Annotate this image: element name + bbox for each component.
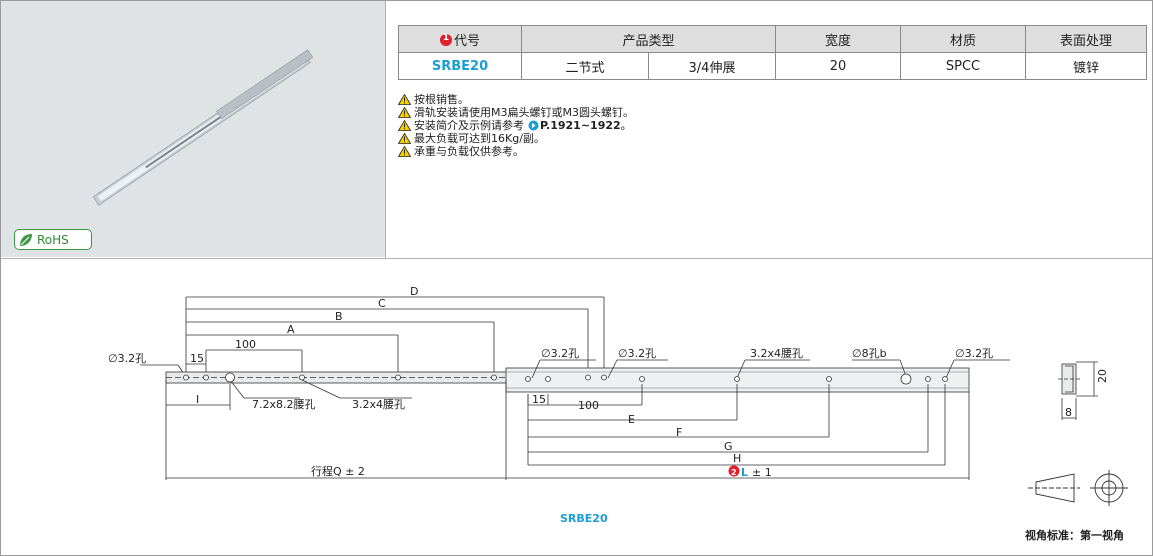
note-item: 安装简介及示例请参考 P.1921~1922 。 <box>398 119 634 132</box>
warning-icon <box>398 133 411 144</box>
warning-icon <box>398 146 411 157</box>
spec-table: 代号 产品类型 宽度 材质 表面处理 SRBE20 二节式 3/4伸展 20 S… <box>398 25 1147 80</box>
dim-L: L <box>741 466 748 479</box>
divider <box>385 1 386 258</box>
dim-D: D <box>410 285 418 298</box>
dim-F: F <box>676 426 682 439</box>
callout-slot-left: 7.2x8.2腰孔 <box>252 398 316 411</box>
callout-slot-left2: 3.2x4腰孔 <box>352 398 405 411</box>
note-item: 滑轨安装请使用M3扁头螺钉或M3圆头螺钉。 <box>398 106 634 119</box>
warning-icon <box>398 107 411 118</box>
number-1-icon <box>439 33 452 46</box>
callout-hole-right: ∅3.2孔 <box>955 347 993 360</box>
callout-hole-8: ∅8孔b <box>852 347 887 360</box>
dim-E: E <box>628 413 635 426</box>
drawing-caption: SRBE20 <box>560 512 608 525</box>
view-standard-label: 视角标准：第一视角 <box>1025 529 1124 542</box>
rohs-badge: RoHS <box>14 229 92 250</box>
dim-G: G <box>724 440 733 453</box>
dim-L-tolerance: ± 1 <box>752 466 772 479</box>
warning-icon <box>398 120 411 131</box>
header-surface: 表面处理 <box>1025 25 1147 53</box>
product-photo: RoHS <box>1 1 385 257</box>
warning-icon <box>398 94 411 105</box>
note-item: 按根销售。 <box>398 93 634 106</box>
number-2-label: 2 <box>731 468 737 477</box>
side-width: 8 <box>1065 406 1072 419</box>
number-2-icon <box>728 465 740 477</box>
header-width: 宽度 <box>775 25 901 53</box>
page-reference-icon <box>528 120 539 131</box>
header-material: 材质 <box>900 25 1026 53</box>
dim-C: C <box>378 297 386 310</box>
slide-rail-image <box>92 49 314 206</box>
callout-hole-left: ∅3.2孔 <box>108 352 146 365</box>
side-height: 20 <box>1096 369 1109 383</box>
table-header-row: 代号 产品类型 宽度 材质 表面处理 <box>398 25 1147 53</box>
divider <box>1 258 1152 259</box>
cell-type1: 二节式 <box>521 52 649 80</box>
dim-15-bottom: 15 <box>532 393 546 406</box>
notes-list: 按根销售。 滑轨安装请使用M3扁头螺钉或M3圆头螺钉。 安装简介及示例请参考 P… <box>398 93 634 158</box>
cell-material: SPCC <box>900 52 1026 80</box>
dim-H: H <box>733 452 741 465</box>
dim-B: B <box>335 310 343 323</box>
cell-type2: 3/4伸展 <box>648 52 776 80</box>
dim-A: A <box>287 323 295 336</box>
cell-surface: 镀锌 <box>1025 52 1147 80</box>
dim-100-top: 100 <box>235 338 256 351</box>
dim-I: I <box>196 393 199 406</box>
header-code: 代号 <box>398 25 522 53</box>
dim-100-bottom: 100 <box>578 399 599 412</box>
note-item: 最大负载可达到16Kg/副。 <box>398 132 634 145</box>
note-item: 承重与负载仅供参考。 <box>398 145 634 158</box>
cell-code: SRBE20 <box>398 52 522 80</box>
dim-15-top: 15 <box>190 352 204 365</box>
dim-stroke: 行程Q ± 2 <box>311 465 365 478</box>
leaf-icon <box>20 233 32 246</box>
first-angle-projection-icon <box>1028 470 1128 506</box>
side-view: 20 8 <box>1058 361 1109 420</box>
callout-slot-mid: 3.2x4腰孔 <box>750 347 803 360</box>
callout-hole-mid2: ∅3.2孔 <box>618 347 656 360</box>
table-row: SRBE20 二节式 3/4伸展 20 SPCC 镀锌 <box>398 52 1147 80</box>
rohs-label: RoHS <box>37 232 69 247</box>
page-reference-link[interactable]: P.1921~1922 <box>524 119 621 132</box>
callout-hole-mid1: ∅3.2孔 <box>541 347 579 360</box>
